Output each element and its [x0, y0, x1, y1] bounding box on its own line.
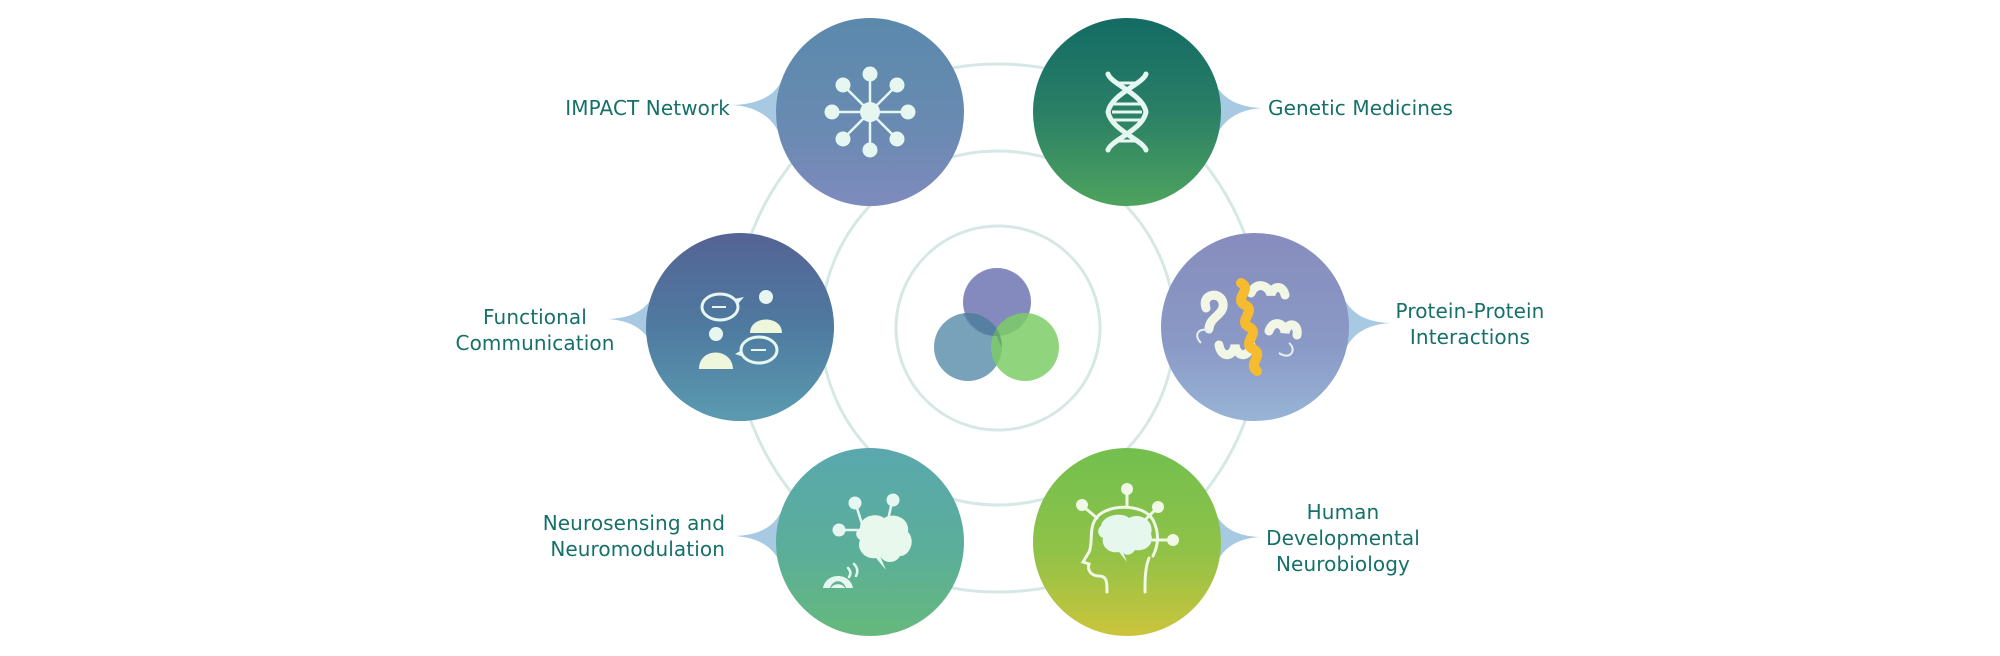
- connector-protein-protein: [1343, 297, 1390, 354]
- dna-icon: [1105, 71, 1149, 153]
- label-line: Protein-Protein: [1395, 299, 1545, 323]
- label-line: Genetic Medicines: [1268, 96, 1454, 120]
- node-genetic-medicines[interactable]: [1033, 18, 1221, 206]
- label-line: Developmental: [1266, 526, 1420, 550]
- inner-ring: [894, 224, 1102, 432]
- label-line: Communication: [455, 331, 615, 355]
- brain-sensor-icon: [823, 493, 912, 588]
- label-line: Neurobiology: [1276, 552, 1410, 576]
- label-line: Neurosensing and: [542, 511, 725, 535]
- venn-circle-left: [934, 313, 1002, 381]
- connector-functional-communication: [608, 293, 655, 350]
- protein-structure-icon: [1196, 278, 1302, 376]
- head-brain-icon: [1076, 483, 1179, 594]
- label-functional-communication: Functional Communication: [440, 304, 630, 356]
- label-line: Interactions: [1409, 325, 1531, 349]
- network-icon: [824, 66, 916, 158]
- label-impact-network: IMPACT Network: [540, 95, 730, 121]
- connector-human-developmental: [1214, 511, 1260, 568]
- label-genetic-medicines: Genetic Medicines: [1268, 95, 1488, 121]
- label-protein-protein-interactions: Protein-Protein Interactions: [1375, 298, 1565, 350]
- connector-genetic-medicines: [1214, 82, 1262, 140]
- node-protein-protein-interactions[interactable]: [1161, 233, 1349, 421]
- label-line: IMPACT Network: [565, 96, 730, 120]
- label-line: Functional: [483, 305, 587, 329]
- label-line: Neuromodulation: [550, 537, 725, 561]
- node-human-developmental-neurobiology[interactable]: [1033, 448, 1221, 636]
- label-human-developmental-neurobiology: Human Developmental Neurobiology: [1248, 499, 1438, 577]
- conversation-icon: [699, 290, 782, 369]
- connector-impact-network: [733, 80, 782, 140]
- connector-neurosensing: [735, 510, 782, 567]
- label-line: Human: [1306, 500, 1380, 524]
- node-functional-communication[interactable]: [646, 233, 834, 421]
- venn-circle-right: [991, 313, 1059, 381]
- label-neurosensing-neuromodulation: Neurosensing and Neuromodulation: [520, 510, 725, 562]
- node-impact-network[interactable]: [776, 18, 964, 206]
- node-neurosensing-neuromodulation[interactable]: [776, 448, 964, 636]
